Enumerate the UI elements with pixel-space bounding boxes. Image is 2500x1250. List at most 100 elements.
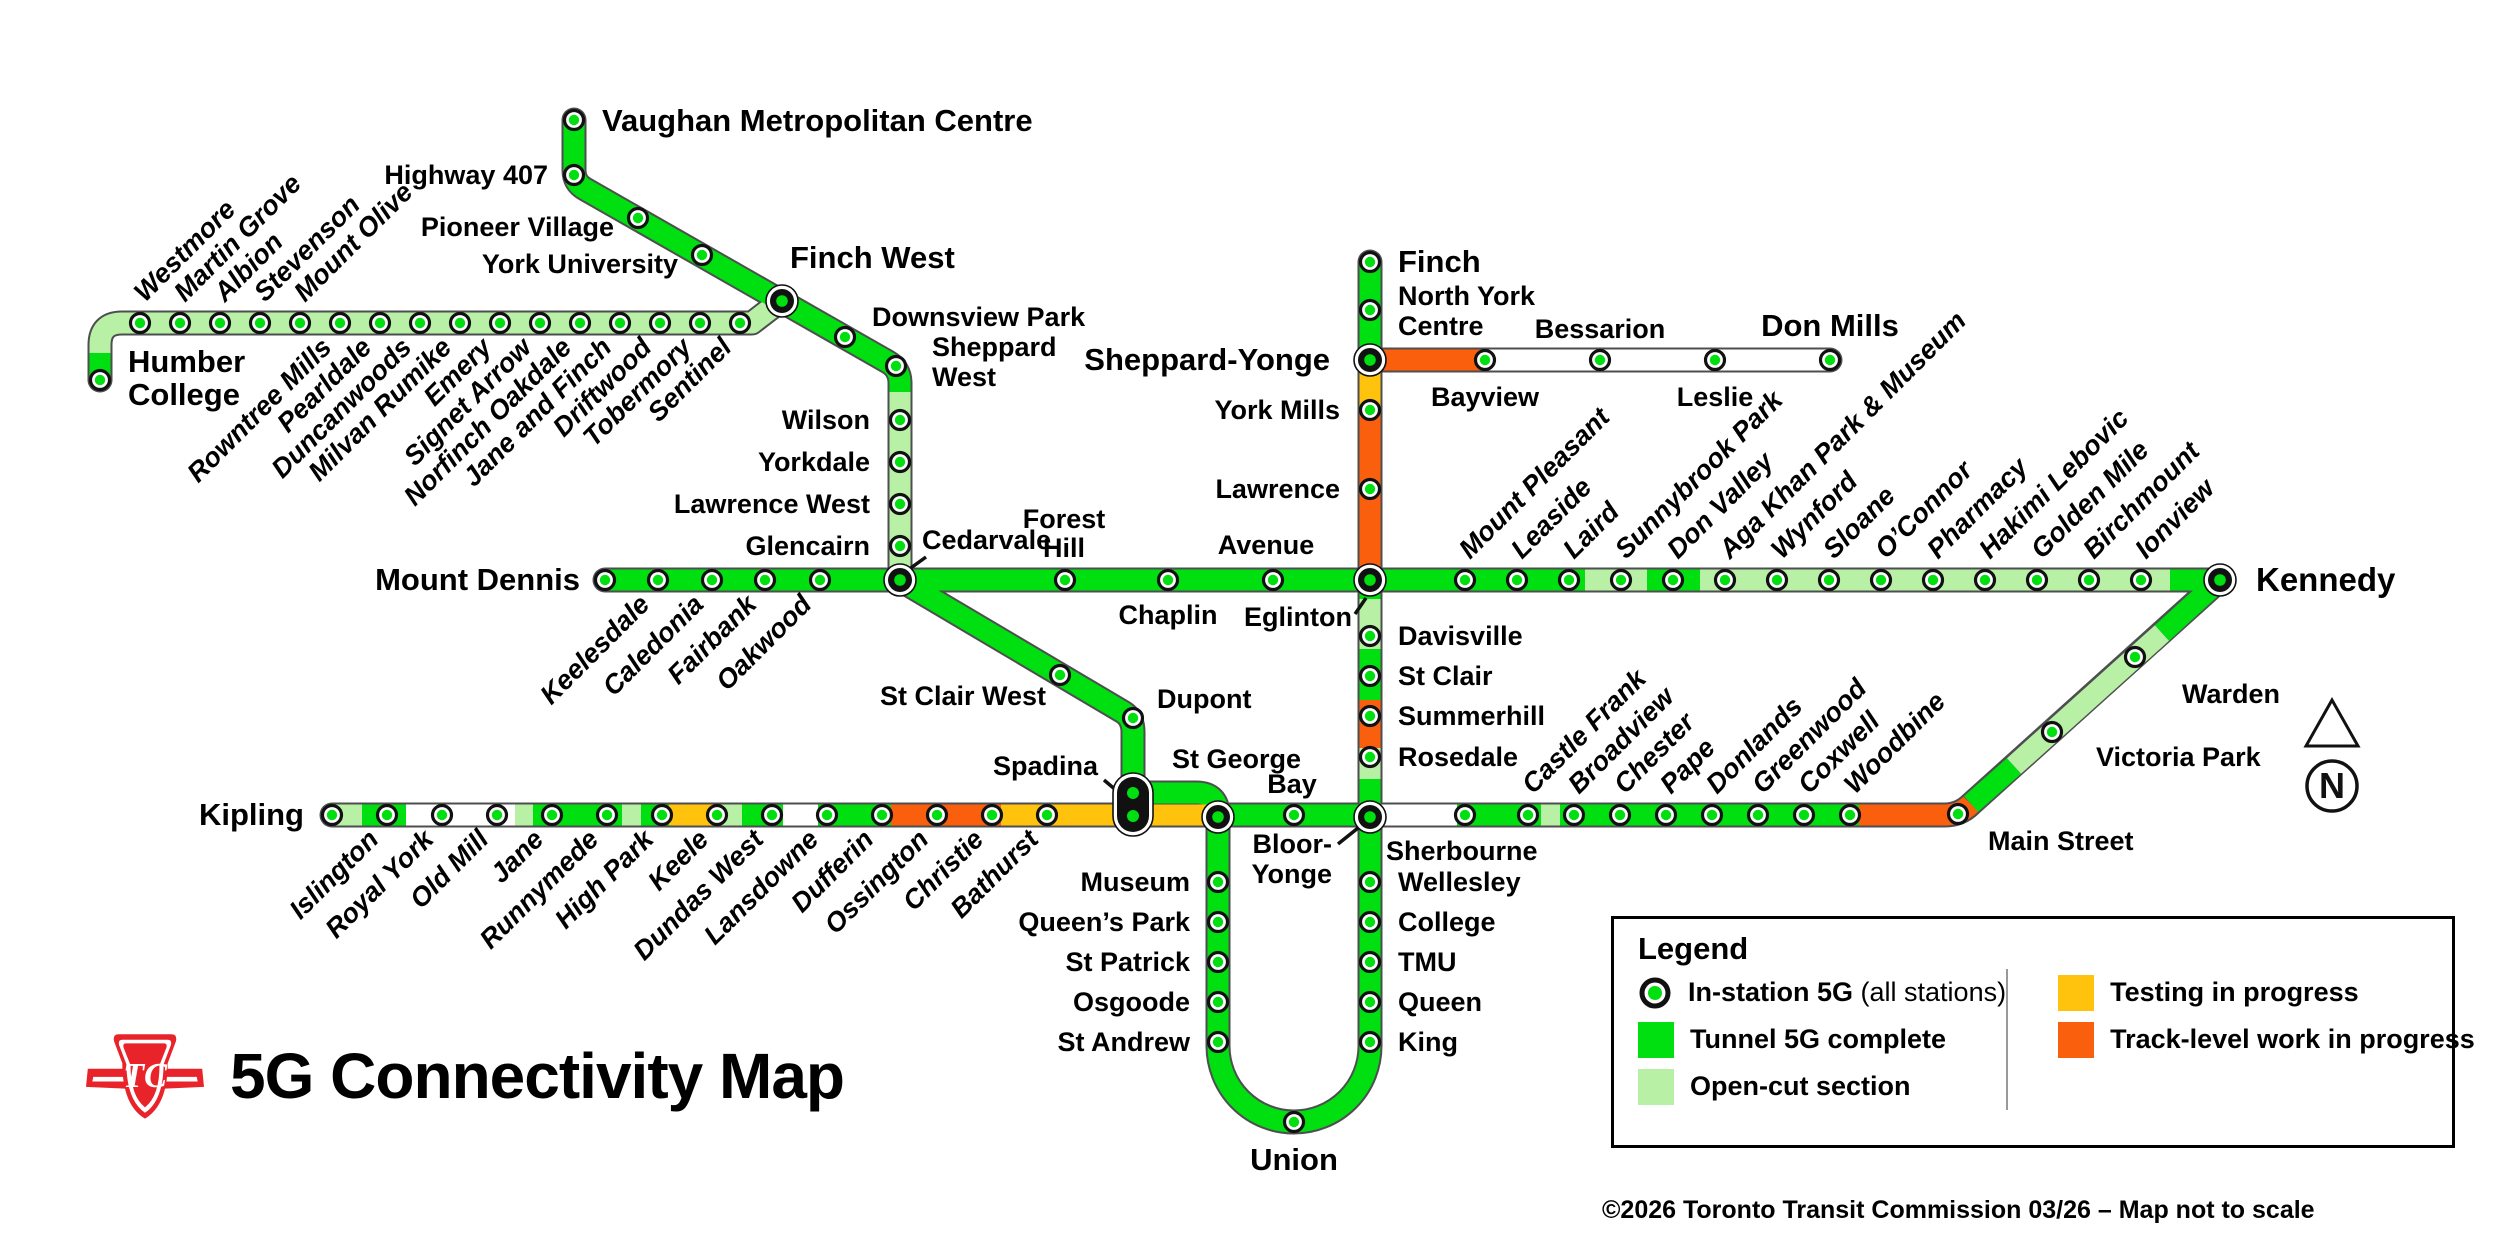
station-tmu[interactable]: TMU [1358, 947, 1457, 977]
station-cedarvale[interactable]: Cedarvale [883, 525, 1051, 597]
station-osgoode[interactable]: Osgoode [1073, 987, 1230, 1017]
station-dot-icon [652, 574, 664, 586]
station-eglinton[interactable]: Eglinton [1244, 563, 1387, 632]
station-symbol-icon [1639, 977, 1671, 1008]
station-leslie[interactable]: Leslie [1677, 348, 1754, 413]
station-dot-icon [1059, 574, 1071, 586]
station-bay[interactable]: Bay [1267, 769, 1317, 827]
station-dot-icon [94, 374, 106, 386]
station-bloor-yonge[interactable]: Bloor-Yonge [1252, 800, 1387, 889]
station-label: Bessarion [1535, 314, 1666, 344]
station-wilson[interactable]: Wilson [782, 405, 912, 435]
station-davisville[interactable]: Davisville [1358, 621, 1523, 651]
station-lawrence-west[interactable]: Lawrence West [674, 489, 912, 519]
station-label: Vaughan Metropolitan Centre [602, 103, 1033, 138]
compass-north-triangle-icon [2303, 696, 2361, 748]
station-vaughan-metropolitan-centre[interactable]: Vaughan Metropolitan Centre [562, 103, 1033, 138]
station-wellesley[interactable]: Wellesley [1358, 867, 1521, 897]
station-king[interactable]: King [1358, 1027, 1459, 1057]
station-dot-icon [414, 317, 426, 329]
station-spadina[interactable]: Spadina [993, 751, 1154, 837]
station-finch-west[interactable]: Finch West [765, 240, 955, 318]
station-queens-park[interactable]: Queen’s Park [1018, 907, 1230, 937]
station-label: St George [1172, 744, 1301, 774]
station-museum[interactable]: Museum [1080, 867, 1230, 897]
station-mount-dennis[interactable]: Mount Dennis [375, 562, 617, 597]
station-label: Sheppard [932, 332, 1057, 362]
station-label: Humber [128, 344, 245, 379]
station-yorkdale[interactable]: Yorkdale [758, 447, 912, 477]
station-dot-icon [374, 317, 386, 329]
station-york-mills[interactable]: York Mills [1214, 395, 1382, 425]
station-dot-icon [1364, 1036, 1376, 1048]
station-label: Downsview Park [872, 302, 1086, 332]
station-dot-icon [654, 317, 666, 329]
station-dot-icon [1459, 574, 1471, 586]
station-dupont[interactable]: Dupont [1121, 684, 1252, 730]
station-label: Sherbourne [1386, 836, 1538, 866]
station-st-george[interactable]: St George [1172, 744, 1301, 834]
line-segment-green [894, 570, 1381, 1133]
station-summerhill[interactable]: Summerhill [1358, 701, 1546, 731]
station-warden[interactable]: Warden [2123, 645, 2281, 710]
station-label: Kennedy [2256, 561, 2396, 598]
station-victoria-park[interactable]: Victoria Park [2040, 720, 2262, 773]
station-college[interactable]: College [1358, 907, 1496, 937]
station-rosedale[interactable]: Rosedale [1358, 742, 1519, 772]
station-dot-icon [706, 574, 718, 586]
station-label: Bloor- [1253, 829, 1332, 859]
station-sheppard-yonge[interactable]: Sheppard-Yonge [1084, 342, 1387, 377]
legend: Legend In-station 5G (all stations) Tunn… [1611, 916, 2475, 1148]
station-chaplin[interactable]: Chaplin [1119, 568, 1218, 631]
station-dot-icon [1364, 630, 1376, 642]
station-avenue[interactable]: Avenue [1218, 530, 1315, 592]
station-dot-icon [776, 295, 788, 307]
station-label: Victoria Park [2096, 742, 2262, 772]
station-dot-icon [1709, 354, 1721, 366]
station-pioneer-village[interactable]: Pioneer Village [421, 206, 650, 243]
station-lawrence[interactable]: Lawrence [1215, 474, 1382, 504]
station-queen[interactable]: Queen [1358, 987, 1483, 1017]
station-dot-icon [1212, 876, 1224, 888]
station-york-university[interactable]: York University [482, 243, 714, 280]
station-main-street[interactable]: Main Street [1946, 802, 2134, 857]
station-label: York Mills [1214, 395, 1340, 425]
station-dot-icon [1615, 574, 1627, 586]
station-kipling[interactable]: Kipling [199, 797, 344, 832]
station-dot-icon [766, 809, 778, 821]
station-bessarion[interactable]: Bessarion [1535, 314, 1666, 372]
station-bayview[interactable]: Bayview [1431, 348, 1540, 413]
station-dot-icon [839, 331, 851, 343]
compass-label: N [2319, 765, 2345, 806]
station-dot-icon [174, 317, 186, 329]
station-st-clair[interactable]: St Clair [1358, 661, 1494, 691]
station-don-mills[interactable]: Don Mills [1761, 308, 1899, 372]
station-kennedy[interactable]: Kennedy [2203, 561, 2396, 598]
station-st-andrew[interactable]: St Andrew [1057, 1027, 1230, 1057]
station-sunnybrook-park[interactable]: Sunnybrook Park [1609, 384, 1790, 592]
station-dot-icon [1771, 574, 1783, 586]
station-label: Avenue [1218, 530, 1315, 560]
station-union[interactable]: Union [1250, 1110, 1338, 1178]
station-label: TMU [1398, 947, 1456, 977]
station-leader-line [1336, 826, 1360, 846]
station-label: West [932, 362, 996, 392]
station-st-clair-west[interactable]: St Clair West [880, 663, 1072, 712]
station-dot-icon [1212, 996, 1224, 1008]
station-st-patrick[interactable]: St Patrick [1065, 947, 1230, 977]
station-highway-407[interactable]: Highway 407 [384, 160, 586, 190]
station-finch[interactable]: Finch [1358, 244, 1481, 279]
station-glencairn[interactable]: Glencairn [745, 531, 912, 561]
station-dot-icon [894, 498, 906, 510]
station-sherbourne[interactable]: Sherbourne [1386, 803, 1538, 867]
station-dot-icon [814, 574, 826, 586]
station-label: Forest [1023, 504, 1106, 534]
station-dot-icon [2083, 574, 2095, 586]
station-label: Queen’s Park [1018, 907, 1191, 937]
station-downsview-park[interactable]: Downsview Park [833, 302, 1087, 349]
station-dot-icon [454, 317, 466, 329]
